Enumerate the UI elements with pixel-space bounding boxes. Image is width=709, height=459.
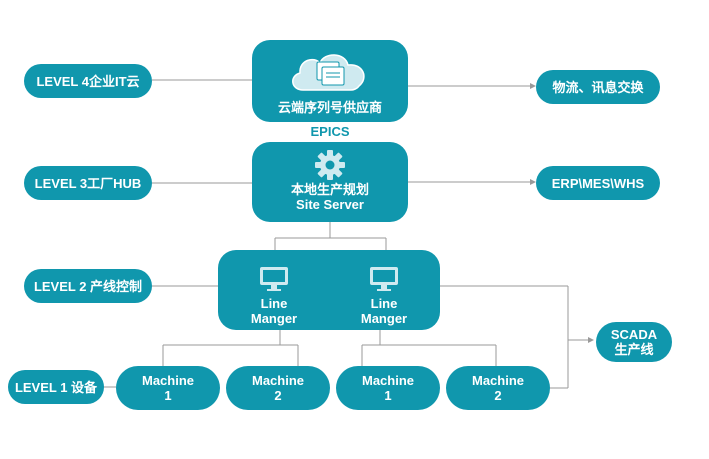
- monitor-icon: [370, 267, 398, 291]
- machine-2-right-line2: 2: [494, 388, 502, 403]
- epics-label: EPICS: [310, 124, 350, 139]
- line-manager-1-line1: Line: [260, 296, 288, 311]
- scada-text-line2: 生产线: [614, 342, 654, 357]
- logistics-text: 物流、讯息交换: [552, 79, 644, 95]
- line-manager-1-line2: Manger: [250, 311, 298, 326]
- level-1-text: LEVEL 1 设备: [14, 379, 98, 395]
- site-server-node: 本地生产规划 Site Server: [252, 142, 408, 222]
- erp-mes-whs-node: ERP\MES\WHS: [536, 166, 660, 200]
- cloud-serial-provider-node: 云端序列号供应商: [252, 40, 408, 122]
- scada-text-line1: SCADA: [610, 327, 658, 342]
- line-manager-2: Line Manger: [344, 266, 424, 326]
- machine-1-right-line2: 1: [384, 388, 392, 403]
- machine-2-right-line1: Machine: [471, 373, 524, 388]
- machine-2-left: Machine 2: [226, 366, 330, 410]
- line-manager-2-line2: Manger: [360, 311, 408, 326]
- site-node-line2: Site Server: [296, 197, 364, 212]
- machine-1-right: Machine 1: [336, 366, 440, 410]
- logistics-exchange-node: 物流、讯息交换: [536, 70, 660, 104]
- level-2-text: LEVEL 2 产线控制: [33, 278, 143, 294]
- level-3-text: LEVEL 3工厂HUB: [34, 175, 142, 191]
- level-3-label: LEVEL 3工厂HUB: [24, 166, 152, 200]
- level-4-label: LEVEL 4企业IT云: [24, 64, 152, 98]
- level-2-label: LEVEL 2 产线控制: [24, 269, 152, 303]
- machine-1-left-line1: Machine: [141, 373, 194, 388]
- machine-2-right: Machine 2: [446, 366, 550, 410]
- site-node-line1: 本地生产规划: [290, 182, 369, 197]
- machine-2-left-line1: Machine: [251, 373, 304, 388]
- arrowhead-scada: [588, 337, 594, 343]
- gear-icon: [315, 150, 345, 180]
- cloud-node-label: 云端序列号供应商: [277, 100, 382, 115]
- level-4-text: LEVEL 4企业IT云: [36, 73, 140, 89]
- erp-text: ERP\MES\WHS: [551, 175, 645, 191]
- machine-1-right-line1: Machine: [361, 373, 414, 388]
- machine-1-left: Machine 1: [116, 366, 220, 410]
- machine-1-left-line2: 1: [164, 388, 172, 403]
- scada-line-node: SCADA 生产线: [596, 322, 672, 362]
- cloud-documents-icon: [292, 54, 365, 91]
- line-manager-1: Line Manger: [234, 266, 314, 326]
- arrowhead-logistics: [530, 83, 536, 89]
- arrowhead-erp: [530, 179, 536, 185]
- monitor-icon: [260, 267, 288, 291]
- machine-2-left-line2: 2: [274, 388, 282, 403]
- line-manager-2-line1: Line: [370, 296, 398, 311]
- line-manager-group: Line Manger Line Manger: [218, 250, 440, 330]
- level-1-label: LEVEL 1 设备: [8, 370, 104, 404]
